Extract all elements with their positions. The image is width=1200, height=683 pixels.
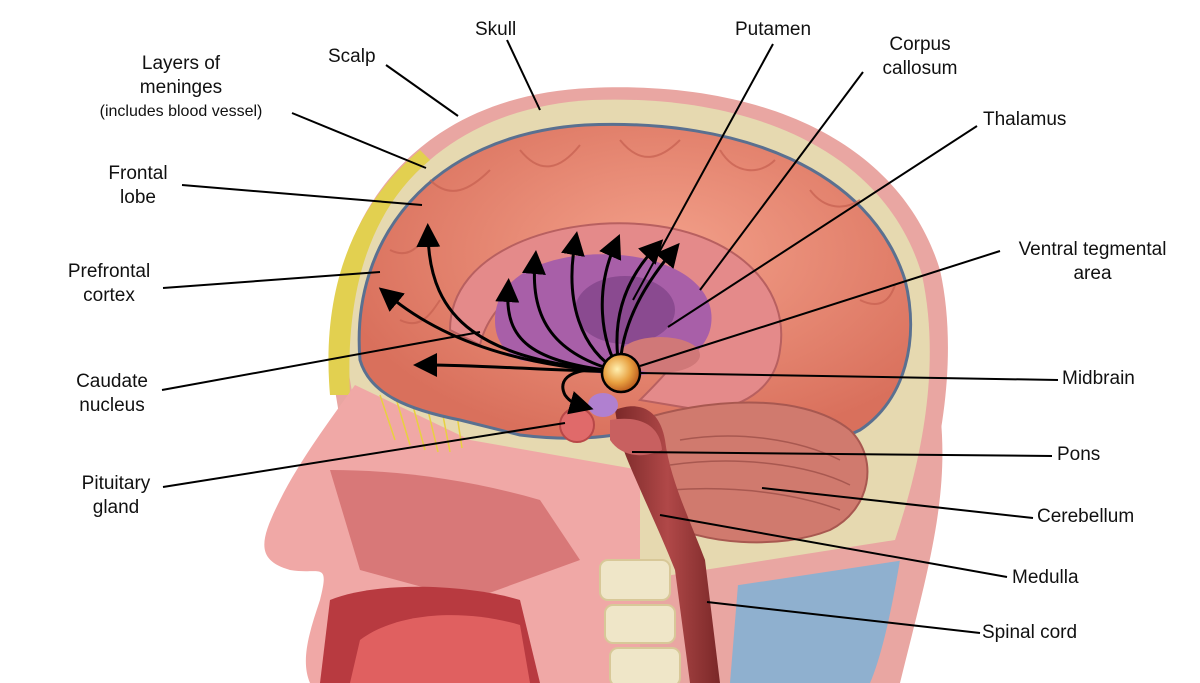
label-putamen: Putamen [735,18,811,42]
label-skull-text: Skull [475,19,517,40]
label-spinal-cord-text: Spinal cord [982,622,1078,643]
pituitary-shape [559,407,595,443]
label-corpus-callosum: Corpus callosum [872,33,968,81]
caudate [620,337,700,373]
dopamine-pathways [378,223,680,415]
label-cerebellum-text: Cerebellum [1037,506,1135,527]
label-corpus-line1: Corpus [889,34,951,55]
label-caudate-line1: Caudate [76,371,148,392]
label-prefrontal-line2: cortex [83,285,135,306]
label-prefrontal-line1: Prefrontal [67,261,151,282]
label-midbrain-text: Midbrain [1062,368,1135,389]
tongue [350,615,530,683]
label-meninges-line3: (includes blood vessel) [99,103,263,120]
label-pituitary-line2: gland [92,497,140,518]
brainstem [615,406,720,683]
label-frontal-line2: lobe [120,187,156,208]
label-putamen-text: Putamen [735,19,812,40]
label-prefrontal-cortex: Prefrontal cortex [55,260,163,308]
label-thalamus: Thalamus [983,108,1066,132]
nasal-cavity [330,470,580,600]
label-corpus-line2: callosum [882,58,958,79]
label-vta: Ventral tegmental area [1000,238,1185,286]
mammillary-body [588,393,618,417]
pons-shape [610,418,662,456]
label-pituitary-gland: Pituitary gland [70,472,162,520]
label-scalp-text: Scalp [328,46,376,67]
label-pons-text: Pons [1057,444,1101,465]
label-skull: Skull [475,18,516,42]
label-vta-line1: Ventral tegmental [1018,239,1167,260]
label-vta-line2: area [1073,263,1112,284]
vertebrae [599,559,681,683]
neck-csf-area [730,560,900,683]
vta-shape [600,352,642,394]
label-caudate-line2: nucleus [79,395,145,416]
label-thalamus-text: Thalamus [983,109,1067,130]
label-meninges-line1: Layers of [141,53,221,74]
label-frontal-lobe: Frontal lobe [98,162,178,210]
label-medulla-text: Medulla [1012,567,1079,588]
label-pons: Pons [1057,443,1100,467]
label-cerebellum: Cerebellum [1037,505,1134,529]
thalamus [575,276,675,344]
label-scalp: Scalp [328,45,376,69]
label-meninges: Layers of meninges (includes blood vesse… [72,52,290,124]
label-meninges-line2: meninges [139,77,223,98]
skull-yellow-band [328,150,430,395]
label-medulla: Medulla [1012,566,1079,590]
label-frontal-line1: Frontal [108,163,168,184]
label-pituitary-line1: Pituitary [81,473,151,494]
label-spinal-cord: Spinal cord [982,621,1077,645]
leader-lines [161,39,1059,634]
label-caudate-nucleus: Caudate nucleus [64,370,160,418]
label-midbrain: Midbrain [1062,367,1135,391]
